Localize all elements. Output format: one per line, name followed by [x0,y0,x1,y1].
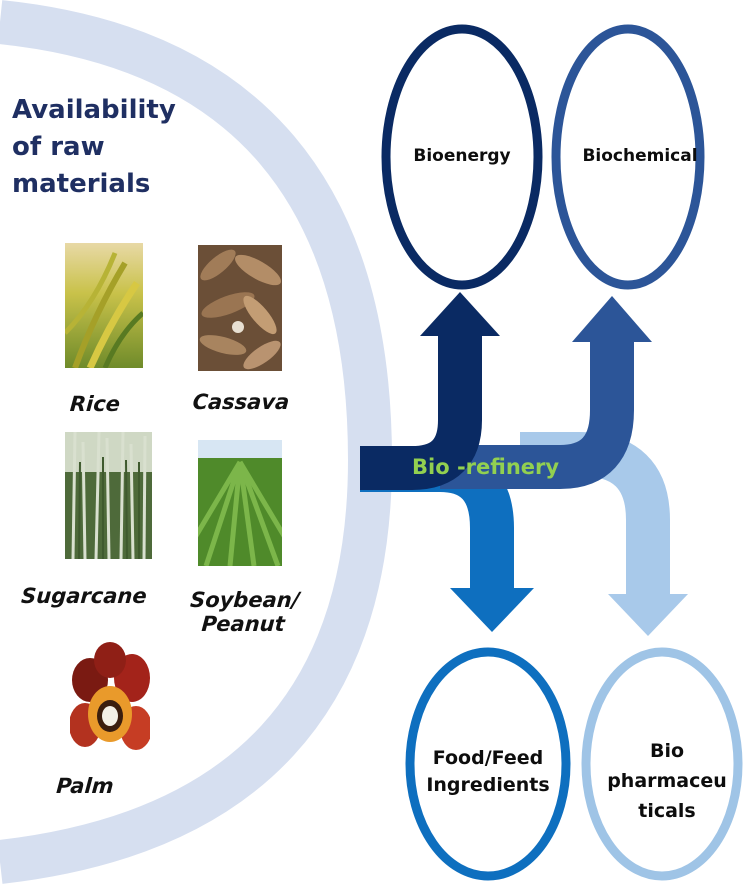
food-feed-circle [405,647,571,881]
bioenergy-circle [381,24,543,290]
crop-label-sugarcane: Sugarcane [20,584,148,608]
biochemical-label: Biochemical [582,146,698,166]
soybean-field-photo [198,440,282,566]
crop-label-rice: Rice [69,392,121,416]
biochemical-circle [551,24,705,290]
raw-materials-heading: Availability of raw materials [12,95,176,199]
palm-fruit-photo [70,630,150,754]
arrow-to-bioenergy [360,292,500,490]
biopharmaceuticals-label: Bio pharmaceu ticals [607,740,727,822]
cassava-roots-photo [198,245,282,371]
bioenergy-label: Bioenergy [413,146,511,166]
arrow-to-biochemical [440,296,652,489]
food-feed-label: Food/Feed Ingredients [426,747,550,796]
biopharmaceuticals-circle [581,647,743,881]
sugarcane-field-photo [65,432,152,559]
crop-label-soybean-peanut: Soybean/ Peanut [189,588,301,636]
biorefinery-label: Bio -refinery [412,455,560,479]
crop-label-palm: Palm [55,774,115,798]
crop-label-cassava: Cassava [191,390,291,414]
rice-plant-photo [65,243,143,368]
